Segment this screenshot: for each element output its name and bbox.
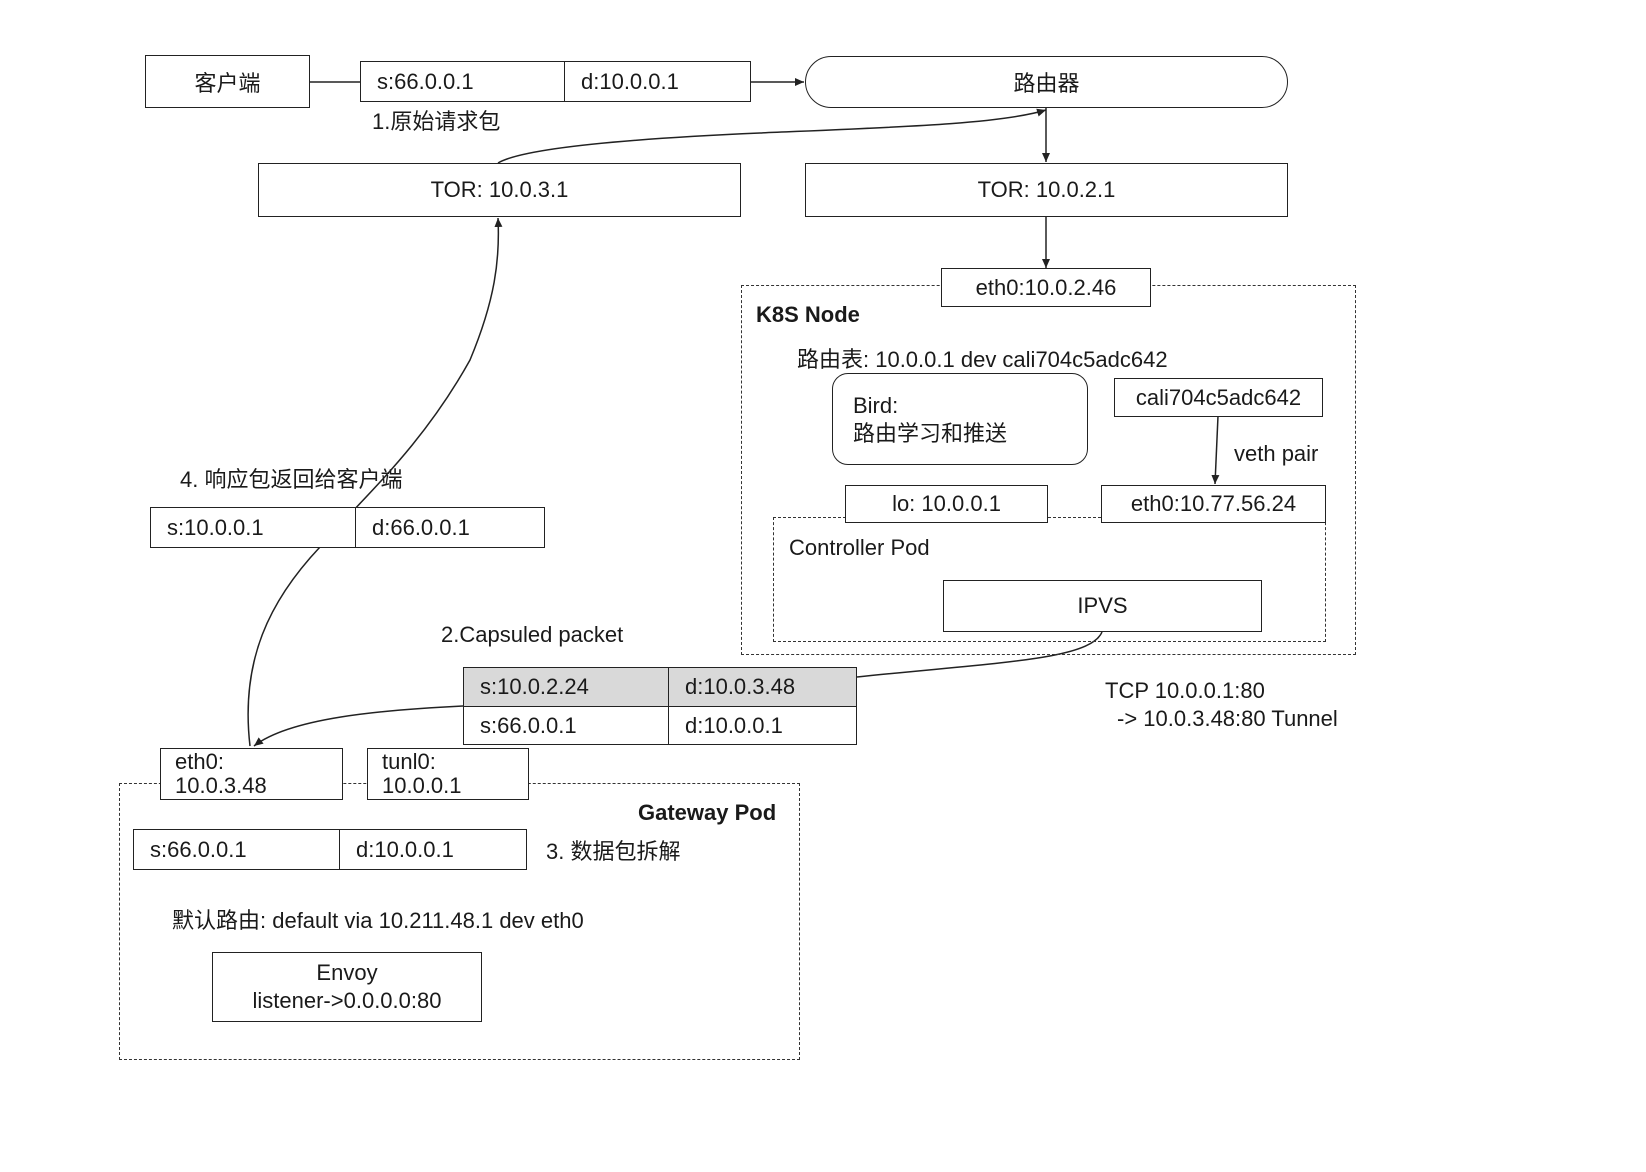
bird-line-2: 路由学习和推送 (853, 421, 1008, 446)
request-packet: s:66.0.0.1 d:10.0.0.1 (360, 61, 751, 102)
gateway-pod-title: Gateway Pod (638, 800, 777, 825)
tor-right-box: TOR: 10.0.2.1 (805, 163, 1288, 217)
client-box: 客户端 (145, 55, 310, 108)
cali-iface-box: cali704c5adc642 (1114, 378, 1323, 417)
bird-line-1: Bird: (853, 393, 899, 418)
lo-iface-label: lo: 10.0.0.1 (892, 491, 1001, 516)
node-eth0-label: eth0:10.0.2.46 (975, 274, 1117, 300)
route-table-label: 路由表: 10.0.0.1 dev cali704c5adc642 (797, 347, 1168, 372)
bird-box: Bird: 路由学习和推送 (832, 373, 1088, 465)
request-packet-dst: d:10.0.0.1 (564, 62, 750, 101)
gateway-tunl0-box: tunl0: 10.0.0.1 (367, 748, 529, 800)
controller-pod-title: Controller Pod (789, 535, 930, 560)
capsuled-outer-src: s:10.0.2.24 (480, 674, 589, 699)
ipvs-rule-line-2: -> 10.0.3.48:80 Tunnel (1117, 706, 1338, 731)
request-packet-src: s:66.0.0.1 (377, 68, 474, 94)
veth-pair-label: veth pair (1234, 441, 1319, 466)
response-packet-dst: d:66.0.0.1 (355, 508, 544, 547)
ipvs-label: IPVS (1077, 593, 1128, 618)
decap-caption: 3. 数据包拆解 (546, 839, 681, 864)
capsuled-inner-src: s:66.0.0.1 (480, 712, 577, 738)
capsuled-caption: 2.Capsuled packet (441, 622, 624, 647)
gateway-to-tor-left-response-arrow (247, 217, 503, 747)
ipvs-rule-line-1: TCP 10.0.0.1:80 (1105, 678, 1265, 703)
client-label: 客户端 (194, 70, 261, 96)
gateway-tunl0-line-2: 10.0.0.1 (382, 773, 462, 798)
tor-right-label: TOR: 10.0.2.1 (977, 177, 1116, 202)
gateway-packet-dst: d:10.0.0.1 (339, 830, 526, 869)
envoy-line-1: Envoy (316, 960, 378, 985)
controller-pod-container (773, 517, 1326, 642)
capsuled-outer-dst: d:10.0.3.48 (668, 668, 856, 706)
veth-pair-arrow (1211, 415, 1220, 485)
capsule-to-gateway-eth0-arrow (253, 705, 464, 747)
tor-left-label: TOR: 10.0.3.1 (430, 177, 569, 202)
lo-iface-box: lo: 10.0.0.1 (845, 485, 1048, 523)
gateway-eth0-box: eth0: 10.0.3.48 (160, 748, 343, 800)
response-packet-src: s:10.0.0.1 (167, 514, 264, 540)
envoy-line-2: listener->0.0.0.0:80 (252, 988, 442, 1013)
envoy-box: Envoy listener->0.0.0.0:80 (212, 952, 482, 1022)
default-route-label: 默认路由: default via 10.211.48.1 dev eth0 (172, 908, 584, 933)
ipvs-box: IPVS (943, 580, 1262, 632)
gateway-packet-src: s:66.0.0.1 (150, 836, 247, 862)
router-label: 路由器 (1013, 71, 1080, 96)
gateway-tunl0-line-1: tunl0: (382, 749, 436, 774)
tor-left-to-router-arrow (497, 108, 1047, 164)
router-box: 路由器 (805, 56, 1288, 108)
response-packet: s:10.0.0.1 d:66.0.0.1 (150, 507, 545, 548)
gateway-eth0-line-2: 10.0.3.48 (175, 773, 267, 798)
pod-eth0-label: eth0:10.77.56.24 (1130, 491, 1297, 516)
capsuled-inner-dst: d:10.0.0.1 (668, 707, 856, 744)
capsuled-outer-header: s:10.0.2.24 d:10.0.3.48 (463, 667, 857, 707)
capsuled-inner-packet: s:66.0.0.1 d:10.0.0.1 (463, 706, 857, 745)
response-caption: 4. 响应包返回给客户端 (180, 467, 403, 492)
request-packet-caption: 1.原始请求包 (372, 109, 501, 134)
gateway-eth0-line-1: eth0: (175, 749, 224, 774)
k8s-node-title: K8S Node (756, 302, 860, 327)
gateway-packet: s:66.0.0.1 d:10.0.0.1 (133, 829, 527, 870)
cali-iface-label: cali704c5adc642 (1135, 384, 1302, 410)
node-eth0-box: eth0:10.0.2.46 (941, 268, 1151, 307)
tor-left-box: TOR: 10.0.3.1 (258, 163, 741, 217)
pod-eth0-box: eth0:10.77.56.24 (1101, 485, 1326, 523)
